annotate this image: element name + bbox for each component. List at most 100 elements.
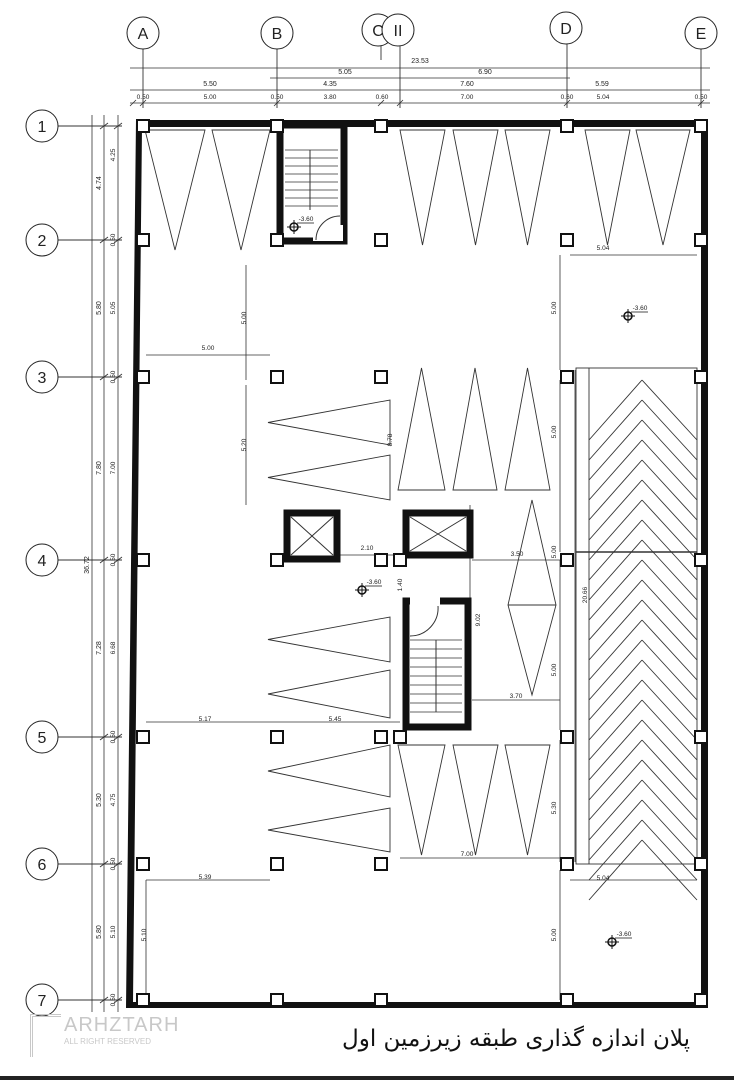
plan-title: پلان اندازه گذاری طبقه زیرزمین اول: [342, 1026, 690, 1052]
ramp-hatch: [641, 559, 698, 621]
ramp-hatch: [641, 439, 698, 501]
ramp-hatch: [641, 759, 698, 821]
dimension-label: 7.00: [110, 461, 117, 474]
column: [560, 993, 574, 1007]
parking-stall: [504, 129, 551, 246]
ramp-hatch: [588, 719, 643, 781]
grid-label-A: A: [138, 26, 149, 43]
column: [136, 370, 150, 384]
ramp-hatch: [588, 559, 643, 621]
parking-stall: [452, 744, 499, 856]
column: [270, 857, 284, 871]
parking-stall: [267, 669, 391, 719]
grid-bubble-2: [25, 223, 59, 257]
door-opening: [313, 225, 343, 241]
dim-tick: [129, 99, 137, 107]
column: [393, 730, 407, 744]
parking-stall: [504, 744, 551, 856]
column: [136, 857, 150, 871]
ramp-hatch: [588, 399, 643, 461]
column: [374, 553, 388, 567]
grid-bubble-A: [126, 16, 160, 50]
ramp-hatch: [641, 739, 698, 801]
column: [694, 553, 708, 567]
parking-stall: [267, 744, 391, 798]
ramp-hatch: [641, 599, 698, 661]
parking-stall: [267, 399, 391, 446]
column: [374, 993, 388, 1007]
dimension-label: 5.05: [338, 69, 352, 76]
ramp-hatch: [641, 659, 698, 721]
ramp-hatch: [641, 479, 698, 541]
column: [136, 730, 150, 744]
ramp-hatch: [641, 539, 698, 601]
dimension-label: 6.90: [478, 69, 492, 76]
parking-stall: [399, 129, 446, 246]
dimension-label: 6.68: [110, 641, 117, 654]
ramp-hatch: [641, 459, 698, 521]
dimension-label: 5.59: [595, 81, 609, 88]
parking-stall: [452, 129, 499, 246]
dimension-label: 7.00: [461, 851, 474, 858]
dimension-label: 5.10: [110, 925, 117, 938]
dimension-label: 5.00: [551, 545, 558, 558]
column: [270, 119, 284, 133]
logo-mark-icon: [30, 1014, 61, 1057]
door-opening: [410, 594, 440, 606]
stair-core-bottom: [402, 597, 472, 731]
dimension-label: 4.75: [110, 793, 117, 806]
watermark-brand: ARHZTARH: [64, 1014, 180, 1036]
dimension-label: 5.04: [597, 245, 610, 252]
column: [694, 370, 708, 384]
dimension-label: 0.50: [110, 553, 117, 566]
grid-bubble-5: [25, 720, 59, 754]
elevator-x: [409, 516, 467, 552]
column: [374, 857, 388, 871]
ramp-hatch: [588, 659, 643, 721]
dimension-label: 0.50: [137, 94, 150, 101]
ramp-hatch: [641, 779, 698, 841]
watermark-logo: ARHZTARH ALL RIGHT RESERVED: [30, 1014, 180, 1057]
parking-stall: [267, 807, 391, 853]
column: [374, 370, 388, 384]
column: [374, 233, 388, 247]
ramp-hatch: [588, 599, 643, 661]
dimension-label: 7.80: [96, 461, 103, 475]
ramp-hatch: [588, 439, 643, 501]
column: [270, 370, 284, 384]
parking-stall: [144, 129, 206, 251]
dimension-label: 0.50: [110, 370, 117, 383]
grid-label-5: 5: [38, 730, 47, 747]
dimension-label: 0.60: [561, 94, 574, 101]
grid-bubble-B: [260, 16, 294, 50]
column: [136, 119, 150, 133]
grid-label-1: 1: [38, 119, 47, 136]
grid-bubble-3: [25, 360, 59, 394]
dim-tick: [377, 99, 385, 107]
column: [694, 993, 708, 1007]
door-swing: [315, 215, 341, 241]
ramp-hatch: [588, 579, 643, 641]
dimension-label: 3.50: [511, 551, 524, 558]
dimension-label: 5.00: [551, 425, 558, 438]
grid-label-7: 7: [38, 993, 47, 1010]
dimension-label: 5.30: [551, 801, 558, 814]
grid-label-4: 4: [38, 553, 47, 570]
column: [560, 119, 574, 133]
ramp-hatch: [641, 839, 698, 901]
dimension-label: 2.10: [361, 545, 374, 552]
grid-label-II: II: [394, 23, 403, 40]
grid-label-B: B: [272, 26, 283, 43]
ramp-hatch: [588, 679, 643, 741]
dimension-label: 5.04: [597, 94, 610, 101]
dimension-label: 0.50: [271, 94, 284, 101]
column: [374, 730, 388, 744]
level-label: -3.60: [617, 931, 632, 938]
elevator-x: [290, 516, 334, 556]
dimension-lines: [91, 67, 710, 1012]
grid-label-2: 2: [38, 233, 47, 250]
dimension-label: 23.53: [411, 58, 429, 65]
dimension-label: 7.28: [96, 641, 103, 655]
